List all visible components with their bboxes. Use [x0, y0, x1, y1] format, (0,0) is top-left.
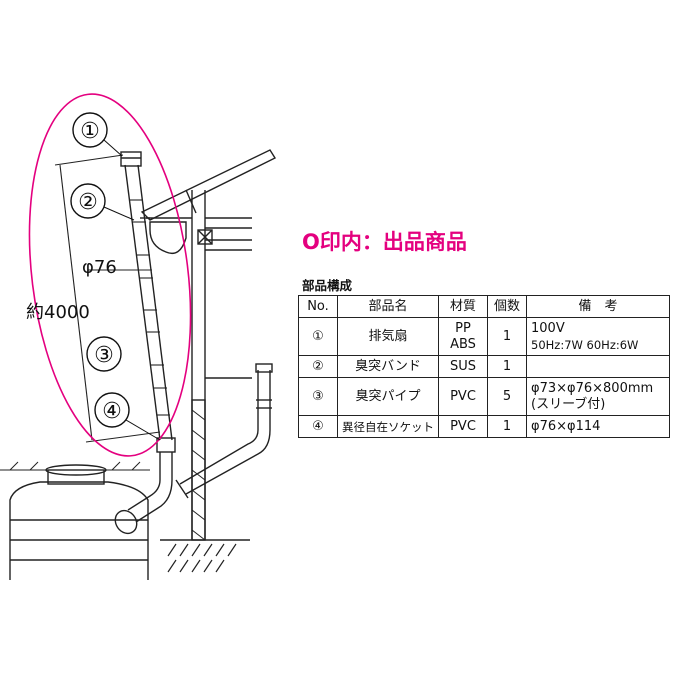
table-row: ③ 臭突パイプ PVC 5 φ73×φ76×800mm (スリーブ付)	[298, 377, 670, 416]
tank-inlet	[114, 509, 138, 535]
stack-pipe-right	[137, 164, 173, 441]
vent-pipe-cap	[255, 363, 273, 373]
table-row: ④ 異径自在ソケット PVC 1 φ76×φ114	[298, 415, 670, 438]
elbow-joint	[175, 479, 189, 499]
row-note-line-1: 100V	[531, 320, 565, 336]
table-header-row: No. 部品名 材質 個数 備 考	[298, 295, 670, 318]
row-note-line-1: φ73×φ76×800mm	[531, 380, 654, 396]
callout-2-circle	[70, 183, 106, 219]
roof-fascia	[185, 189, 197, 214]
exhaust-fan	[120, 151, 142, 167]
reducer-socket	[156, 437, 176, 453]
row-no: ②	[298, 355, 338, 378]
row-note: φ73×φ76×800mm (スリーブ付)	[526, 377, 670, 416]
row-name: 臭突バンド	[337, 355, 439, 378]
table-row: ② 臭突バンド SUS 1	[298, 355, 670, 378]
diameter-label: φ76	[82, 257, 117, 278]
row-material: PP ABS	[438, 317, 488, 356]
callout-4: ④	[102, 399, 122, 424]
dimension-tick-bottom	[85, 431, 161, 443]
page-title: O印内：出品商品	[302, 230, 467, 254]
row-name: 異径自在ソケット	[337, 415, 439, 438]
callout-3-circle	[86, 336, 122, 372]
row-note: 100V 50Hz:7W 60Hz:6W	[526, 317, 670, 356]
row-note	[526, 355, 670, 378]
header-no: No.	[298, 295, 338, 318]
dimension-tick-top	[54, 154, 124, 166]
header-name: 部品名	[337, 295, 439, 318]
callout-1-circle	[72, 112, 108, 148]
dimension-line	[59, 164, 93, 441]
row-qty: 1	[487, 317, 527, 356]
table-caption: 部品構成	[302, 278, 353, 293]
row-qty: 1	[487, 415, 527, 438]
row-note-line-2: (スリーブ付)	[531, 396, 606, 412]
roof-eave	[140, 149, 277, 221]
table-row: ① 排気扇 PP ABS 1 100V 50Hz:7W 60Hz:6W	[298, 317, 670, 356]
row-qty: 1	[487, 355, 527, 378]
callout-1: ①	[80, 119, 100, 144]
row-name: 排気扇	[337, 317, 439, 356]
header-note: 備 考	[526, 295, 670, 318]
stack-pipe-left	[124, 164, 161, 441]
beam-bracket	[197, 229, 213, 245]
header-qty: 個数	[487, 295, 527, 318]
row-qty: 5	[487, 377, 527, 416]
row-material: PVC	[438, 415, 488, 438]
ground-hatch	[167, 543, 237, 573]
callout-1-leader	[103, 139, 123, 157]
row-no: ④	[298, 415, 338, 438]
elbow-pipe	[179, 429, 271, 495]
callout-2-leader	[103, 206, 135, 221]
septic-tank	[9, 481, 149, 580]
callout-4-leader	[125, 419, 161, 441]
row-material-line-1: PP	[455, 320, 471, 336]
row-name: 臭突パイプ	[337, 377, 439, 416]
callout-3: ③	[94, 343, 114, 368]
row-note-line-2: 50Hz:7W 60Hz:6W	[531, 337, 639, 352]
lower-elbow	[127, 479, 173, 523]
row-no: ③	[298, 377, 338, 416]
callout-4-circle	[94, 392, 130, 428]
row-material-line-2: ABS	[450, 336, 476, 352]
parts-table: No. 部品名 材質 個数 備 考 ① 排気扇 PP ABS 1 100V 50…	[298, 295, 670, 438]
length-label: 約4000	[26, 302, 90, 323]
row-material: PVC	[438, 377, 488, 416]
header-material: 材質	[438, 295, 488, 318]
wall-lower-hatch	[191, 409, 206, 541]
callout-2: ②	[78, 190, 98, 215]
ground-left-hatch	[9, 461, 141, 471]
row-no: ①	[298, 317, 338, 356]
bracket-cross-b	[197, 229, 213, 245]
row-material: SUS	[438, 355, 488, 378]
row-note: φ76×φ114	[526, 415, 670, 438]
stack-pipe-joints	[130, 199, 170, 416]
highlight-ellipse	[28, 93, 192, 457]
